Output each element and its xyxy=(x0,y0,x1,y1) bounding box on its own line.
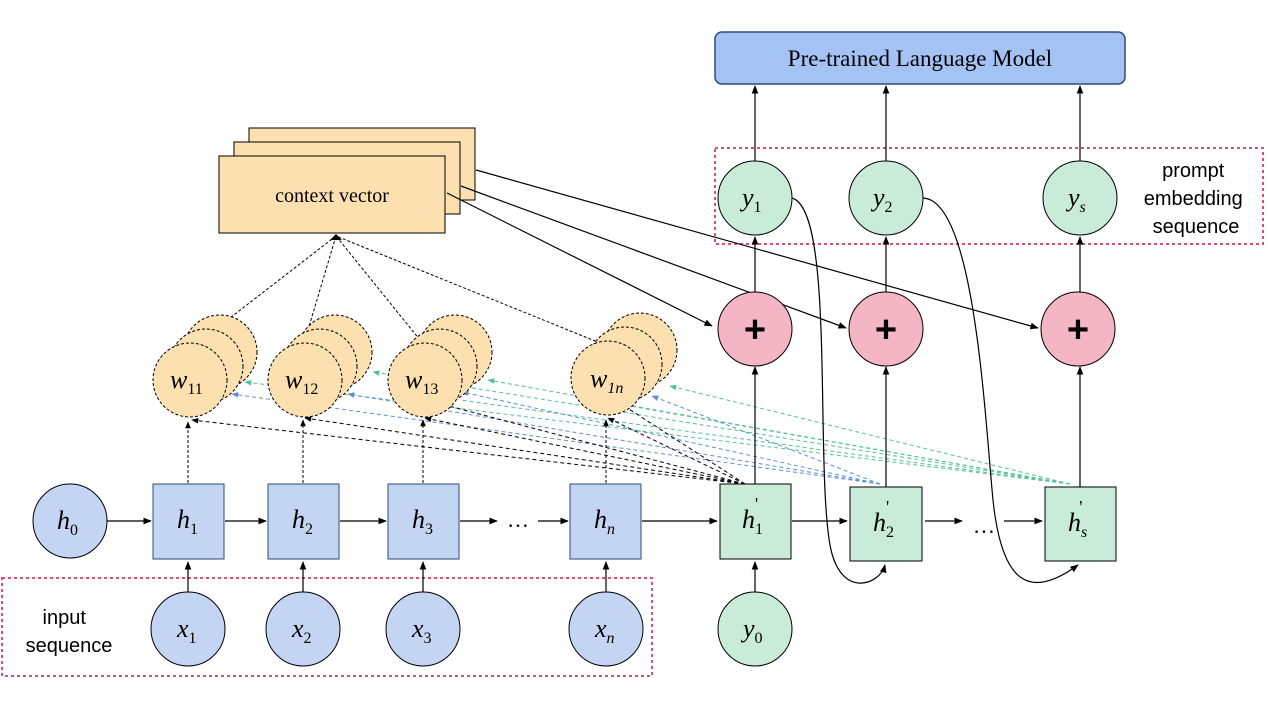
y2-feedback-edge xyxy=(922,197,1079,584)
context-arrowhead xyxy=(330,234,342,240)
hidden-hn xyxy=(569,483,642,560)
weight-w1n xyxy=(570,312,678,416)
hidden-h0-label: h0 xyxy=(57,506,78,539)
decoder-ellipsis: … xyxy=(973,513,995,538)
hidden-h2-label: h2 xyxy=(292,505,313,538)
sum-node-1-label: + xyxy=(744,309,766,351)
decoder-hp2 xyxy=(849,486,923,562)
context-vector-card-front xyxy=(218,155,446,234)
plus-to-output-edges xyxy=(751,236,1084,292)
input-x2-label: x2 xyxy=(291,614,312,647)
hidden-to-weight-edges xyxy=(185,419,609,483)
input-x1 xyxy=(150,591,226,667)
output-y0 xyxy=(717,591,793,667)
hidden-h3 xyxy=(387,483,460,560)
input-sequence-box xyxy=(1,577,653,677)
y1-feedback-edge xyxy=(791,197,887,584)
output-y0-label: y0 xyxy=(740,614,763,647)
input-x3 xyxy=(385,591,461,667)
input-x2 xyxy=(265,591,341,667)
output-ys xyxy=(1042,160,1118,236)
sum-node-2-label: + xyxy=(875,309,897,351)
pretrained-language-model-label: Pre-trained Language Model xyxy=(788,46,1052,71)
weights-to-context-edges xyxy=(194,235,606,346)
encoder-ellipsis: … xyxy=(507,507,529,532)
context-vector-label: context vector xyxy=(275,185,389,207)
decoder-hp1-label: h1' xyxy=(742,494,763,538)
weight-w13-label: w13 xyxy=(405,365,438,398)
sum-node-s xyxy=(1040,291,1116,367)
weight-w11 xyxy=(152,314,258,418)
prompt-embedding-label: prompt embedding sequence xyxy=(1144,160,1249,238)
pretrained-language-model-box xyxy=(714,31,1126,85)
input-to-hidden-edges xyxy=(184,561,610,592)
weight-w1n-label: w1n xyxy=(590,364,623,397)
hidden-hn-label: hn xyxy=(594,505,615,538)
decoder-hps-label: hs' xyxy=(1068,497,1087,541)
prompt-embedding-box xyxy=(714,147,1264,245)
weight-w12 xyxy=(267,314,373,418)
input-x3-label: x3 xyxy=(411,614,432,647)
decoder-hp2-label: h2' xyxy=(873,497,894,541)
hidden-h1-label: h1 xyxy=(177,505,198,538)
hidden-h2 xyxy=(267,483,340,560)
output-y2-label: y2 xyxy=(870,183,893,216)
output-y1 xyxy=(717,160,793,236)
hidden-h0 xyxy=(32,483,108,559)
weight-w12-label: w12 xyxy=(285,365,318,398)
hidden-h3-label: h3 xyxy=(412,505,433,538)
sum-node-s-label: + xyxy=(1067,309,1089,351)
input-x1-label: x1 xyxy=(176,614,197,647)
output-y2 xyxy=(848,160,924,236)
input-sequence-label: input sequence xyxy=(26,607,113,657)
input-xn-label: xn xyxy=(594,614,615,647)
weight-w13 xyxy=(387,314,493,418)
output-to-plm-edges xyxy=(751,85,1084,161)
hidden-h1 xyxy=(152,483,225,560)
weight-w11-label: w11 xyxy=(170,365,203,398)
output-y1-label: y1 xyxy=(739,183,762,216)
input-xn xyxy=(568,591,644,667)
output-ys-label: ys xyxy=(1065,183,1086,216)
black-attention-edges xyxy=(191,399,746,485)
decoder-to-plus-edges xyxy=(751,366,1084,487)
